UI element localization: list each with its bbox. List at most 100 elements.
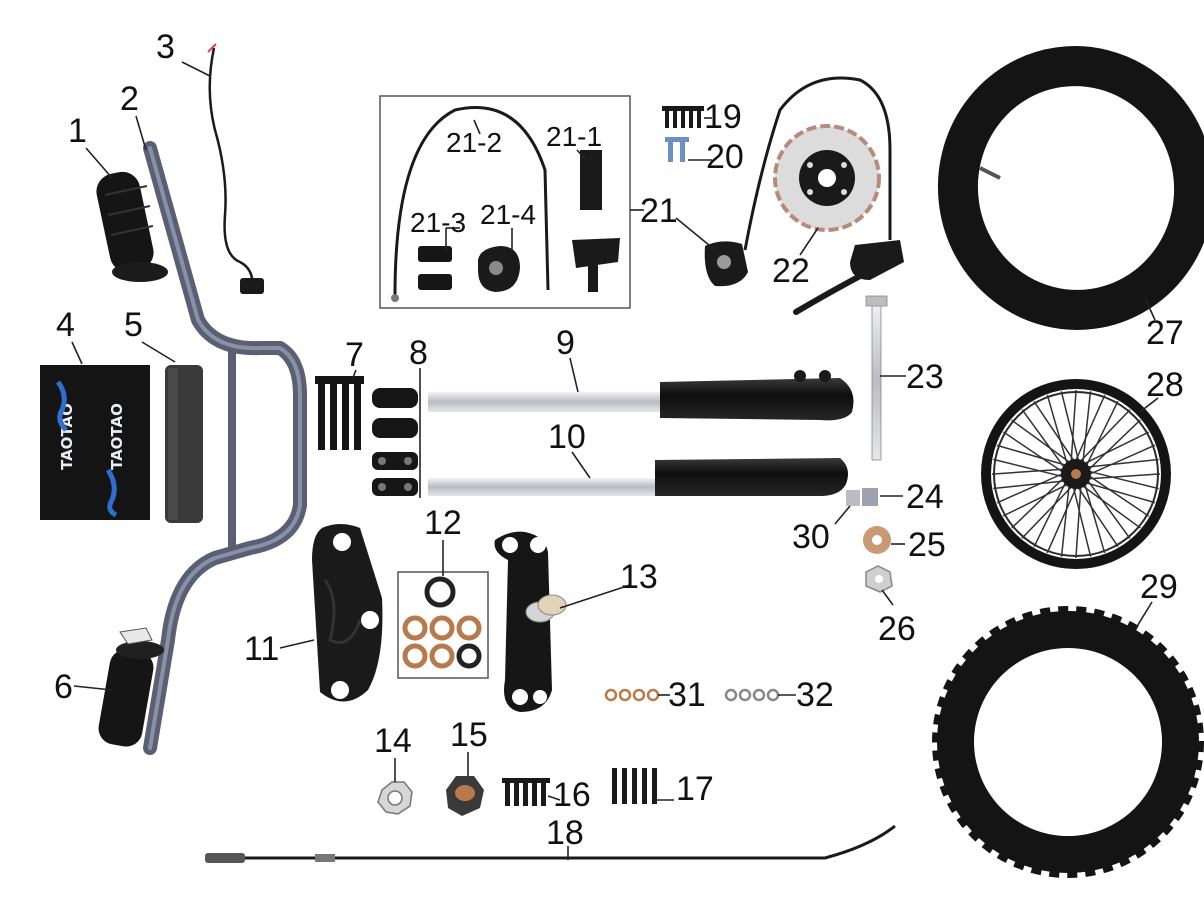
- steel-washers: [724, 688, 780, 702]
- callout-15: 15: [450, 716, 488, 754]
- throttle-cable: [205, 824, 896, 863]
- wheel-spoke: [993, 480, 1064, 490]
- stem-nut: [446, 776, 484, 816]
- knobby-tire: [932, 606, 1204, 878]
- callout-31: 31: [668, 676, 706, 714]
- wheel-spoke: [1089, 444, 1156, 475]
- callout-19: 19: [704, 98, 742, 136]
- callout-13: 13: [620, 558, 658, 596]
- callout-3: 3: [156, 28, 175, 66]
- callout-26: 26: [878, 610, 916, 648]
- fork-leg-right: [428, 370, 854, 421]
- wheel-spoke: [1002, 431, 1063, 473]
- wheel-spoke: [991, 468, 1063, 475]
- wheel-spoke: [1075, 394, 1106, 461]
- axle-spacer: [846, 488, 878, 506]
- wheel-spoke: [1002, 484, 1068, 517]
- callout-18: 18: [546, 814, 584, 852]
- wheel-spoke: [1084, 431, 1150, 464]
- callout-16: 16: [553, 776, 591, 814]
- wheel-spoke: [1089, 473, 1161, 480]
- wheel-spoke: [1011, 478, 1064, 529]
- crossbar-pad: [165, 365, 203, 523]
- callout-30: 30: [792, 518, 830, 556]
- washer: [863, 526, 891, 554]
- wheel-spoke: [1087, 480, 1131, 539]
- wheel-spoke: [1075, 487, 1082, 559]
- axle-nut: [865, 565, 893, 593]
- wheel-spoke: [1082, 391, 1092, 462]
- castle-nut: [377, 781, 413, 815]
- callout-8: 8: [409, 334, 428, 372]
- wheel-spoke: [1021, 409, 1065, 468]
- wheel-spoke: [1088, 458, 1159, 468]
- wheel-spoke: [1070, 389, 1077, 461]
- throttle-grip: [98, 627, 164, 747]
- bar-clamps: [372, 388, 418, 496]
- wheel-spoke: [1011, 419, 1070, 463]
- callout-20: 20: [706, 138, 744, 176]
- copper-washers: [604, 688, 660, 702]
- callout-11: 11: [244, 630, 279, 668]
- callout-21-2: 21-2: [446, 127, 502, 158]
- wheel-spoke: [1046, 487, 1077, 554]
- wheel-spoke: [1077, 487, 1119, 548]
- pad-brand-text-right: TAOTAO: [108, 403, 126, 470]
- fork-leg-left: [428, 458, 848, 496]
- clamp-bolts: [315, 376, 364, 450]
- callout-7: 7: [345, 336, 364, 374]
- small-bolts: [502, 778, 550, 806]
- wheel-spoke: [1088, 419, 1141, 470]
- brake-kit-box: [379, 95, 631, 309]
- callout-1: 1: [68, 112, 87, 150]
- callout-21: 21: [640, 192, 678, 230]
- callout-labels: 1 2 3 4 5 6 7 8 9 10 11 12 13 14 15 16 1…: [54, 28, 1184, 852]
- callout-27: 27: [1146, 314, 1184, 352]
- brake-disc: [773, 124, 881, 232]
- callout-22: 22: [772, 252, 810, 290]
- callout-25: 25: [908, 526, 946, 564]
- leader-lines: [71, 61, 1159, 860]
- wheel-spoke: [1072, 487, 1092, 557]
- steering-stem: [494, 531, 567, 712]
- wheel-spoke: [1086, 482, 1156, 504]
- wheel-spoke: [1046, 394, 1068, 464]
- callout-21-4: 21-4: [480, 199, 536, 230]
- callout-14: 14: [374, 722, 412, 760]
- callout-17: 17: [676, 770, 714, 808]
- wheel-spoke: [996, 444, 1066, 466]
- callout-9: 9: [556, 324, 575, 362]
- wheel-spoke: [1089, 475, 1150, 517]
- wheel-spoke: [1080, 409, 1131, 462]
- left-grip: [96, 171, 168, 282]
- callout-23: 23: [906, 358, 944, 396]
- callout-29: 29: [1140, 568, 1178, 606]
- wheel-spoke: [1021, 486, 1072, 539]
- wheel-spoke: [1086, 400, 1119, 466]
- handlebar-pad: TAOTAO TAOTAO: [40, 365, 150, 520]
- wheel-spoke: [1033, 482, 1066, 548]
- front-brake-caliper: [704, 76, 892, 287]
- disc-bolts: [665, 137, 689, 162]
- wheel-spoke: [1089, 470, 1159, 490]
- callout-10: 10: [548, 418, 586, 456]
- wheel-spoke: [996, 473, 1063, 504]
- callout-21-1: 21-1: [546, 121, 602, 152]
- inner-tube: [937, 46, 1204, 330]
- handlebar: [143, 141, 307, 755]
- callout-24: 24: [906, 478, 944, 516]
- callout-21-3: 21-3: [410, 207, 466, 238]
- spoked-wheel: [981, 379, 1171, 569]
- callout-12: 12: [424, 504, 462, 542]
- front-axle: [865, 295, 888, 461]
- wheel-spoke: [1082, 485, 1141, 529]
- kill-switch-wire: [207, 43, 264, 294]
- long-bolts: [612, 768, 657, 804]
- top-triple-plate: [312, 524, 383, 702]
- wheel-spoke: [1060, 486, 1070, 557]
- wheel-spoke: [1033, 400, 1075, 461]
- caliper-bolts: [662, 106, 704, 128]
- callout-28: 28: [1146, 366, 1184, 404]
- callout-32: 32: [796, 676, 834, 714]
